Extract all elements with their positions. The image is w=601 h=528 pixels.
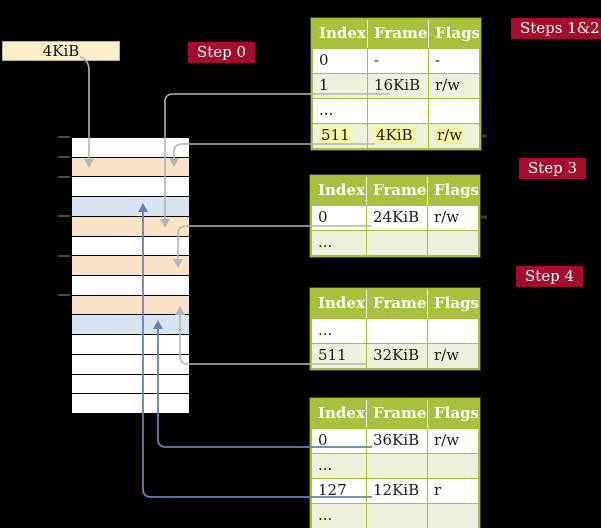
- page-size-label-box: 4KiB: [2, 41, 120, 61]
- table-cell-frame: [367, 453, 428, 478]
- table-header-cell: Flags: [434, 294, 478, 312]
- table-header-cell: Index: [313, 20, 368, 48]
- table-cell-flags: [428, 453, 478, 478]
- table-row: 511 32KiB r/w: [312, 343, 478, 368]
- table-cell-index: 0: [313, 48, 368, 73]
- table-cell-index: ...: [312, 503, 367, 528]
- memory-frame-row: [72, 236, 189, 257]
- table-cell-index: 1: [313, 73, 368, 98]
- memory-frame-row: [72, 276, 189, 296]
- table-row: ...: [312, 503, 478, 528]
- table-cell-index: ...: [312, 230, 367, 255]
- page-table-3: Index Frame Flags ... 511 32KiB r/w: [310, 288, 480, 370]
- table-cell-frame: [367, 503, 428, 528]
- memory-frame-row: [72, 295, 189, 316]
- table-cell-flags: -: [429, 48, 479, 73]
- table-cell-index: ...: [313, 98, 368, 123]
- table-row: ...: [312, 230, 478, 255]
- table-row: ...: [312, 453, 478, 478]
- table-cell-index: 511: [312, 343, 367, 368]
- table-cell-index: 511: [313, 123, 368, 148]
- table-cell-flags: [428, 503, 478, 528]
- table-row-highlighted: 511 4KiB r/w: [313, 123, 479, 148]
- table-header-cell: Frame: [367, 400, 428, 428]
- badge-steps-1-2: Steps 1&2: [511, 18, 601, 39]
- table-cell-flags: r/w: [429, 123, 479, 148]
- memory-frame-row: [72, 157, 189, 178]
- table-cell-flags: r/w: [428, 343, 478, 368]
- table-cell-flags: r/w: [429, 73, 479, 98]
- table-cell-frame: 4KiB: [368, 123, 429, 148]
- table-header-cell: Flags: [434, 181, 478, 199]
- table-header-cell: Frame: [367, 177, 428, 205]
- badge-step-4: Step 4: [516, 266, 584, 287]
- table-cell-flags: r/w: [428, 428, 478, 453]
- table-header-row: Index Frame Flags: [313, 20, 479, 48]
- memory-frame-row: [72, 177, 189, 198]
- table-header-row: Index Frame Flags: [312, 400, 478, 428]
- memory-frame-row: [72, 216, 189, 237]
- badge-step-0: Step 0: [188, 42, 256, 63]
- table-cell-frame: 36KiB: [367, 428, 428, 453]
- table-cell-flags: [428, 230, 478, 255]
- table-cell-flags: r: [428, 478, 478, 503]
- table-header-cell: Frame: [368, 20, 429, 48]
- memory-frame-row: [72, 315, 189, 336]
- table-cell-frame: [367, 318, 428, 343]
- table-header-cell: Flags: [435, 24, 479, 42]
- page-table-2: Index Frame Flags 0 24KiB r/w ...: [310, 175, 480, 257]
- table-cell-flags: r/w: [428, 205, 478, 230]
- table-row: ...: [312, 318, 478, 343]
- table-cell-frame: 16KiB: [368, 73, 429, 98]
- memory-frame-row: [72, 374, 189, 395]
- table-header-cell: Frame: [367, 290, 428, 318]
- memory-frame-row: [72, 335, 189, 355]
- table-cell-index: ...: [312, 318, 367, 343]
- table-row: ...: [313, 98, 479, 123]
- table-cell-frame: [367, 230, 428, 255]
- table-header-cell: Index: [312, 290, 367, 318]
- memory-tick-marks: [58, 136, 70, 296]
- table-header-row: Index Frame Flags: [312, 177, 478, 205]
- memory-frame-row: [72, 256, 189, 277]
- memory-frame-row: [72, 394, 189, 414]
- page-size-label: 4KiB: [42, 42, 80, 60]
- table-row: 0 - -: [313, 48, 479, 73]
- table-cell-index: 0: [312, 428, 367, 453]
- table-cell-frame: 12KiB: [367, 478, 428, 503]
- table-row: 1 16KiB r/w: [313, 73, 479, 98]
- table-cell-index: ...: [312, 453, 367, 478]
- table-cell-frame: [368, 98, 429, 123]
- table-cell-frame: 32KiB: [367, 343, 428, 368]
- memory-frame-row: [72, 354, 189, 375]
- table-cell-index: 0: [312, 205, 367, 230]
- table-cell-flags: [428, 318, 478, 343]
- page-table-4: Index Frame Flags 0 36KiB r/w ... 127 12…: [310, 398, 480, 528]
- table-cell-frame: -: [368, 48, 429, 73]
- table-header-row: Index Frame Flags: [312, 290, 478, 318]
- badge-step-3: Step 3: [519, 158, 587, 179]
- table-cell-frame: 24KiB: [367, 205, 428, 230]
- table-cell-index: 127: [312, 478, 367, 503]
- cropped-arrow-stub: [481, 134, 487, 219]
- table-cell-flags: [429, 98, 479, 123]
- memory-frame-row: [72, 138, 189, 158]
- table-header-cell: Index: [312, 177, 367, 205]
- memory-frame-row: [72, 197, 189, 217]
- physical-memory-column: [71, 137, 190, 414]
- table-row: 0 24KiB r/w: [312, 205, 478, 230]
- table-header-cell: Flags: [434, 404, 478, 422]
- page-table-1: Index Frame Flags 0 - - 1 16KiB r/w ... …: [311, 18, 481, 150]
- table-row: 127 12KiB r: [312, 478, 478, 503]
- table-header-cell: Index: [312, 400, 367, 428]
- table-row: 0 36KiB r/w: [312, 428, 478, 453]
